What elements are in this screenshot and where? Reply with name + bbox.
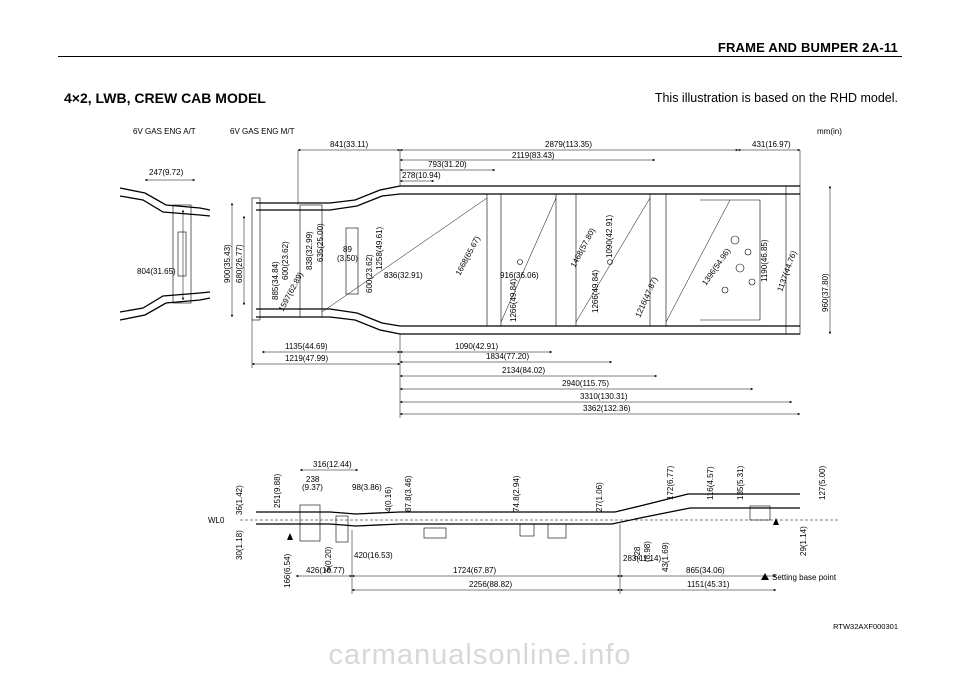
dim-283: 283(11.14) [623, 554, 661, 563]
dim-316: 316(12.44) [313, 460, 352, 469]
dim-2134: 2134(84.02) [502, 366, 545, 375]
dim-247: 247(9.72) [149, 168, 184, 177]
dim-1258: 1258(49.61) [375, 227, 384, 270]
dim-40: 4(0.16) [384, 486, 393, 512]
dim-1219: 1219(47.99) [285, 354, 328, 363]
dim-172: 172(6.77) [666, 465, 675, 500]
dim-1266a: 1266(49.84) [509, 279, 518, 322]
main-frame-top-view [251, 185, 801, 335]
dim-1137: 1137(44.76) [775, 249, 798, 292]
dim-2256: 2256(88.82) [469, 580, 512, 589]
dim-900: 900(35.43) [223, 244, 232, 283]
dim-27: 27(1.06) [595, 482, 604, 512]
dim-600b: 600(23.62) [365, 254, 374, 293]
dim-1216: 1216(47.87) [634, 275, 660, 318]
dim-885: 885(34.84) [271, 261, 280, 300]
watermark: carmanualsonline.info [328, 639, 632, 671]
dim-2940: 2940(115.75) [562, 379, 609, 388]
dim-1396: 1396(54.96) [700, 246, 732, 287]
dim-2879: 2879(113.35) [545, 140, 592, 149]
dim-3-50: (3.50) [337, 254, 358, 263]
dim-116: 116(4.57) [706, 466, 715, 500]
dim-804: 804(31.65) [137, 267, 176, 276]
top-view-lower-dims: 1135(44.69) 1219(47.99) 1090(42.91) 1834… [251, 320, 801, 418]
dim-278: 278(10.94) [402, 171, 441, 180]
dim-3310: 3310(130.31) [580, 392, 628, 401]
dim-29: 29(1.14) [799, 526, 808, 556]
dim-1135: 1135(44.69) [285, 342, 328, 351]
dim-127: 127(5.00) [818, 465, 827, 500]
dim-635: 635(25.00) [316, 223, 325, 262]
engine-label-at: 6V GAS ENG A/T [133, 127, 196, 136]
dim-251: 251(9.88) [273, 473, 282, 508]
dim-600a: 600(23.62) [281, 241, 290, 280]
dim-238: 238 [306, 475, 320, 484]
engine-label-mt: 6V GAS ENG M/T [230, 127, 295, 136]
dim-30: 30(1.18) [235, 530, 244, 560]
dim-9-37: (9.37) [302, 483, 323, 492]
dim-3362: 3362(132.36) [583, 404, 631, 413]
dim-5: 5(0.20) [324, 546, 333, 572]
dim-838: 838(32.99) [305, 231, 314, 270]
dim-43: 43(1.69) [661, 542, 670, 572]
dim-1668: 1668(65.67) [454, 234, 482, 277]
dim-98: 98(3.86) [352, 483, 382, 492]
rhd-note: This illustration is based on the RHD mo… [654, 91, 898, 105]
dim-836: 836(32.91) [384, 271, 423, 280]
side-view-dims: WL0 316(12.44) 238 (9.37) 98(3.86) 36(1.… [208, 460, 840, 594]
main-frame-side-view [256, 493, 800, 543]
top-view-vertical-dims: 900(35.43) 680(26.77) 885(34.84) 600(23.… [223, 185, 832, 335]
dim-865: 865(34.06) [686, 566, 725, 575]
dim-960: 960(37.80) [821, 273, 830, 312]
dim-1724: 1724(67.87) [453, 566, 496, 575]
page-title: 4×2, LWB, CREW CAB MODEL [64, 90, 266, 106]
legend-setting-base-point: Setting base point [772, 573, 837, 582]
dim-1190: 1190(46.85) [760, 239, 769, 282]
at-frame-detail: 247(9.72) 804(31.65) [119, 168, 211, 321]
dim-841: 841(33.11) [330, 140, 368, 149]
dim-793: 793(31.20) [428, 160, 467, 169]
dim-420: 420(16.53) [354, 551, 393, 560]
dim-1151: 1151(45.31) [687, 580, 730, 589]
base-point-triangle-icon [761, 573, 769, 580]
dim-8-98: (8.98) [643, 541, 652, 562]
header-rule [58, 56, 902, 57]
wl0-label: WL0 [208, 516, 225, 525]
dim-916: 916(36.06) [500, 271, 539, 280]
dim-87: 87.8(3.46) [404, 475, 413, 512]
dim-166: 166(6.54) [283, 553, 292, 588]
dim-1090h: 1090(42.91) [455, 342, 498, 351]
dim-135: 135(5.31) [736, 465, 745, 500]
top-view-upper-dims: 841(33.11) 2879(113.35) 431(16.97) 2119(… [297, 140, 801, 205]
dim-2119: 2119(83.43) [512, 151, 555, 160]
dim-431: 431(16.97) [752, 140, 791, 149]
dim-1468: 1468(57.80) [569, 226, 597, 269]
section-header: FRAME AND BUMPER 2A-11 [717, 40, 898, 55]
dim-426: 426(16.77) [306, 566, 345, 575]
dim-1090v: 1090(42.91) [605, 215, 614, 258]
dim-89: 89 [343, 245, 352, 254]
dim-74: 74.8(2.94) [512, 475, 521, 512]
unit-label: mm(in) [817, 127, 842, 136]
dim-680: 680(26.77) [235, 244, 244, 283]
dim-1266b: 1266(49.84) [591, 270, 600, 313]
dim-36: 36(1.42) [235, 485, 244, 515]
figure-code: RTW32AXF000301 [833, 622, 898, 631]
dim-228: 228 [633, 546, 642, 560]
dim-1834: 1834(77.20) [486, 352, 529, 361]
